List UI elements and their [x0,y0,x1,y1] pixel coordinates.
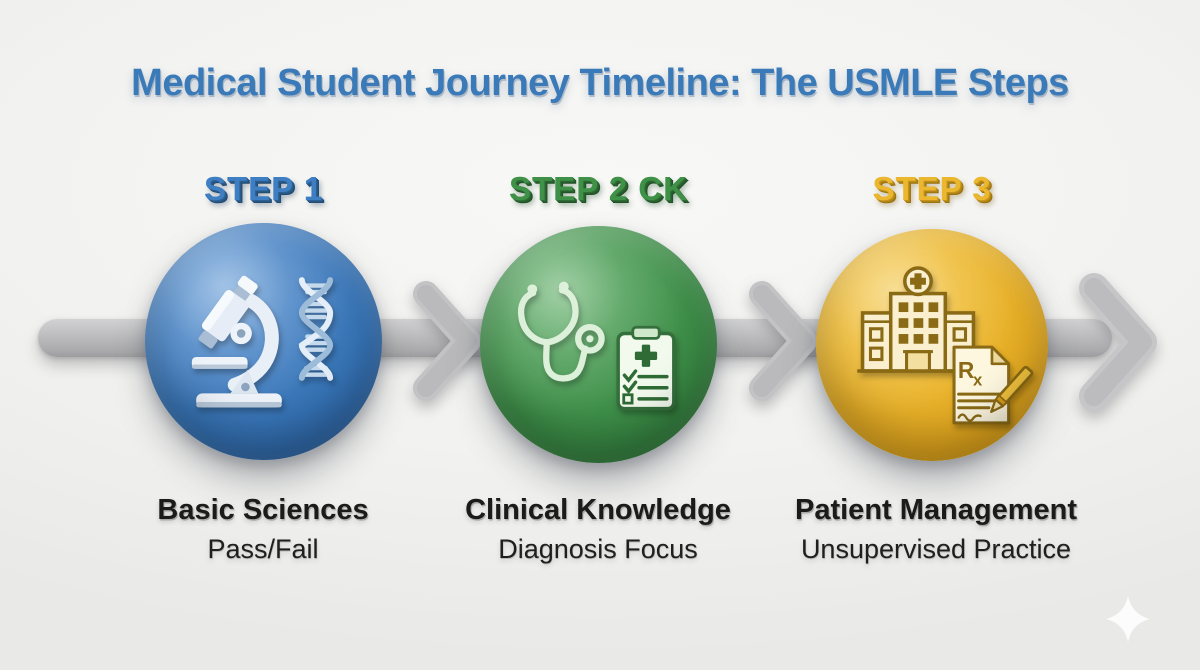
arrow-right-icon [749,281,817,401]
step-1-name: Basic Sciences [157,494,369,526]
step-3-circle: R x [816,229,1048,461]
step-2-detail: Diagnosis Focus [498,534,698,564]
step-2-name: Clinical Knowledge [465,494,731,526]
arrow-right-icon [413,281,481,401]
step-2-label: STEP 2 CK [509,170,688,207]
hospital-icon [857,266,979,373]
step-3-name: Patient Management [795,494,1077,526]
svg-text:x: x [973,371,983,390]
microscope-icon [191,275,282,408]
medical-checklist-icon [616,325,676,411]
dna-helix-icon [298,277,334,381]
step-1-circle [145,223,382,460]
svg-text:R: R [958,357,974,383]
step-3-detail: Unsupervised Practice [800,534,1072,564]
step-1-detail: Pass/Fail [207,534,319,564]
step-1-label: STEP 1 [203,170,324,207]
step-2-circle [480,226,717,463]
arrow-right-icon [1079,273,1157,411]
sparkle-icon [1106,596,1150,642]
step-3-label: STEP 3 [872,170,992,207]
stethoscope-icon [517,281,605,382]
page-title: Medical Student Journey Timeline: The US… [131,62,1069,104]
prescription-pad-icon: R x [952,345,1034,425]
